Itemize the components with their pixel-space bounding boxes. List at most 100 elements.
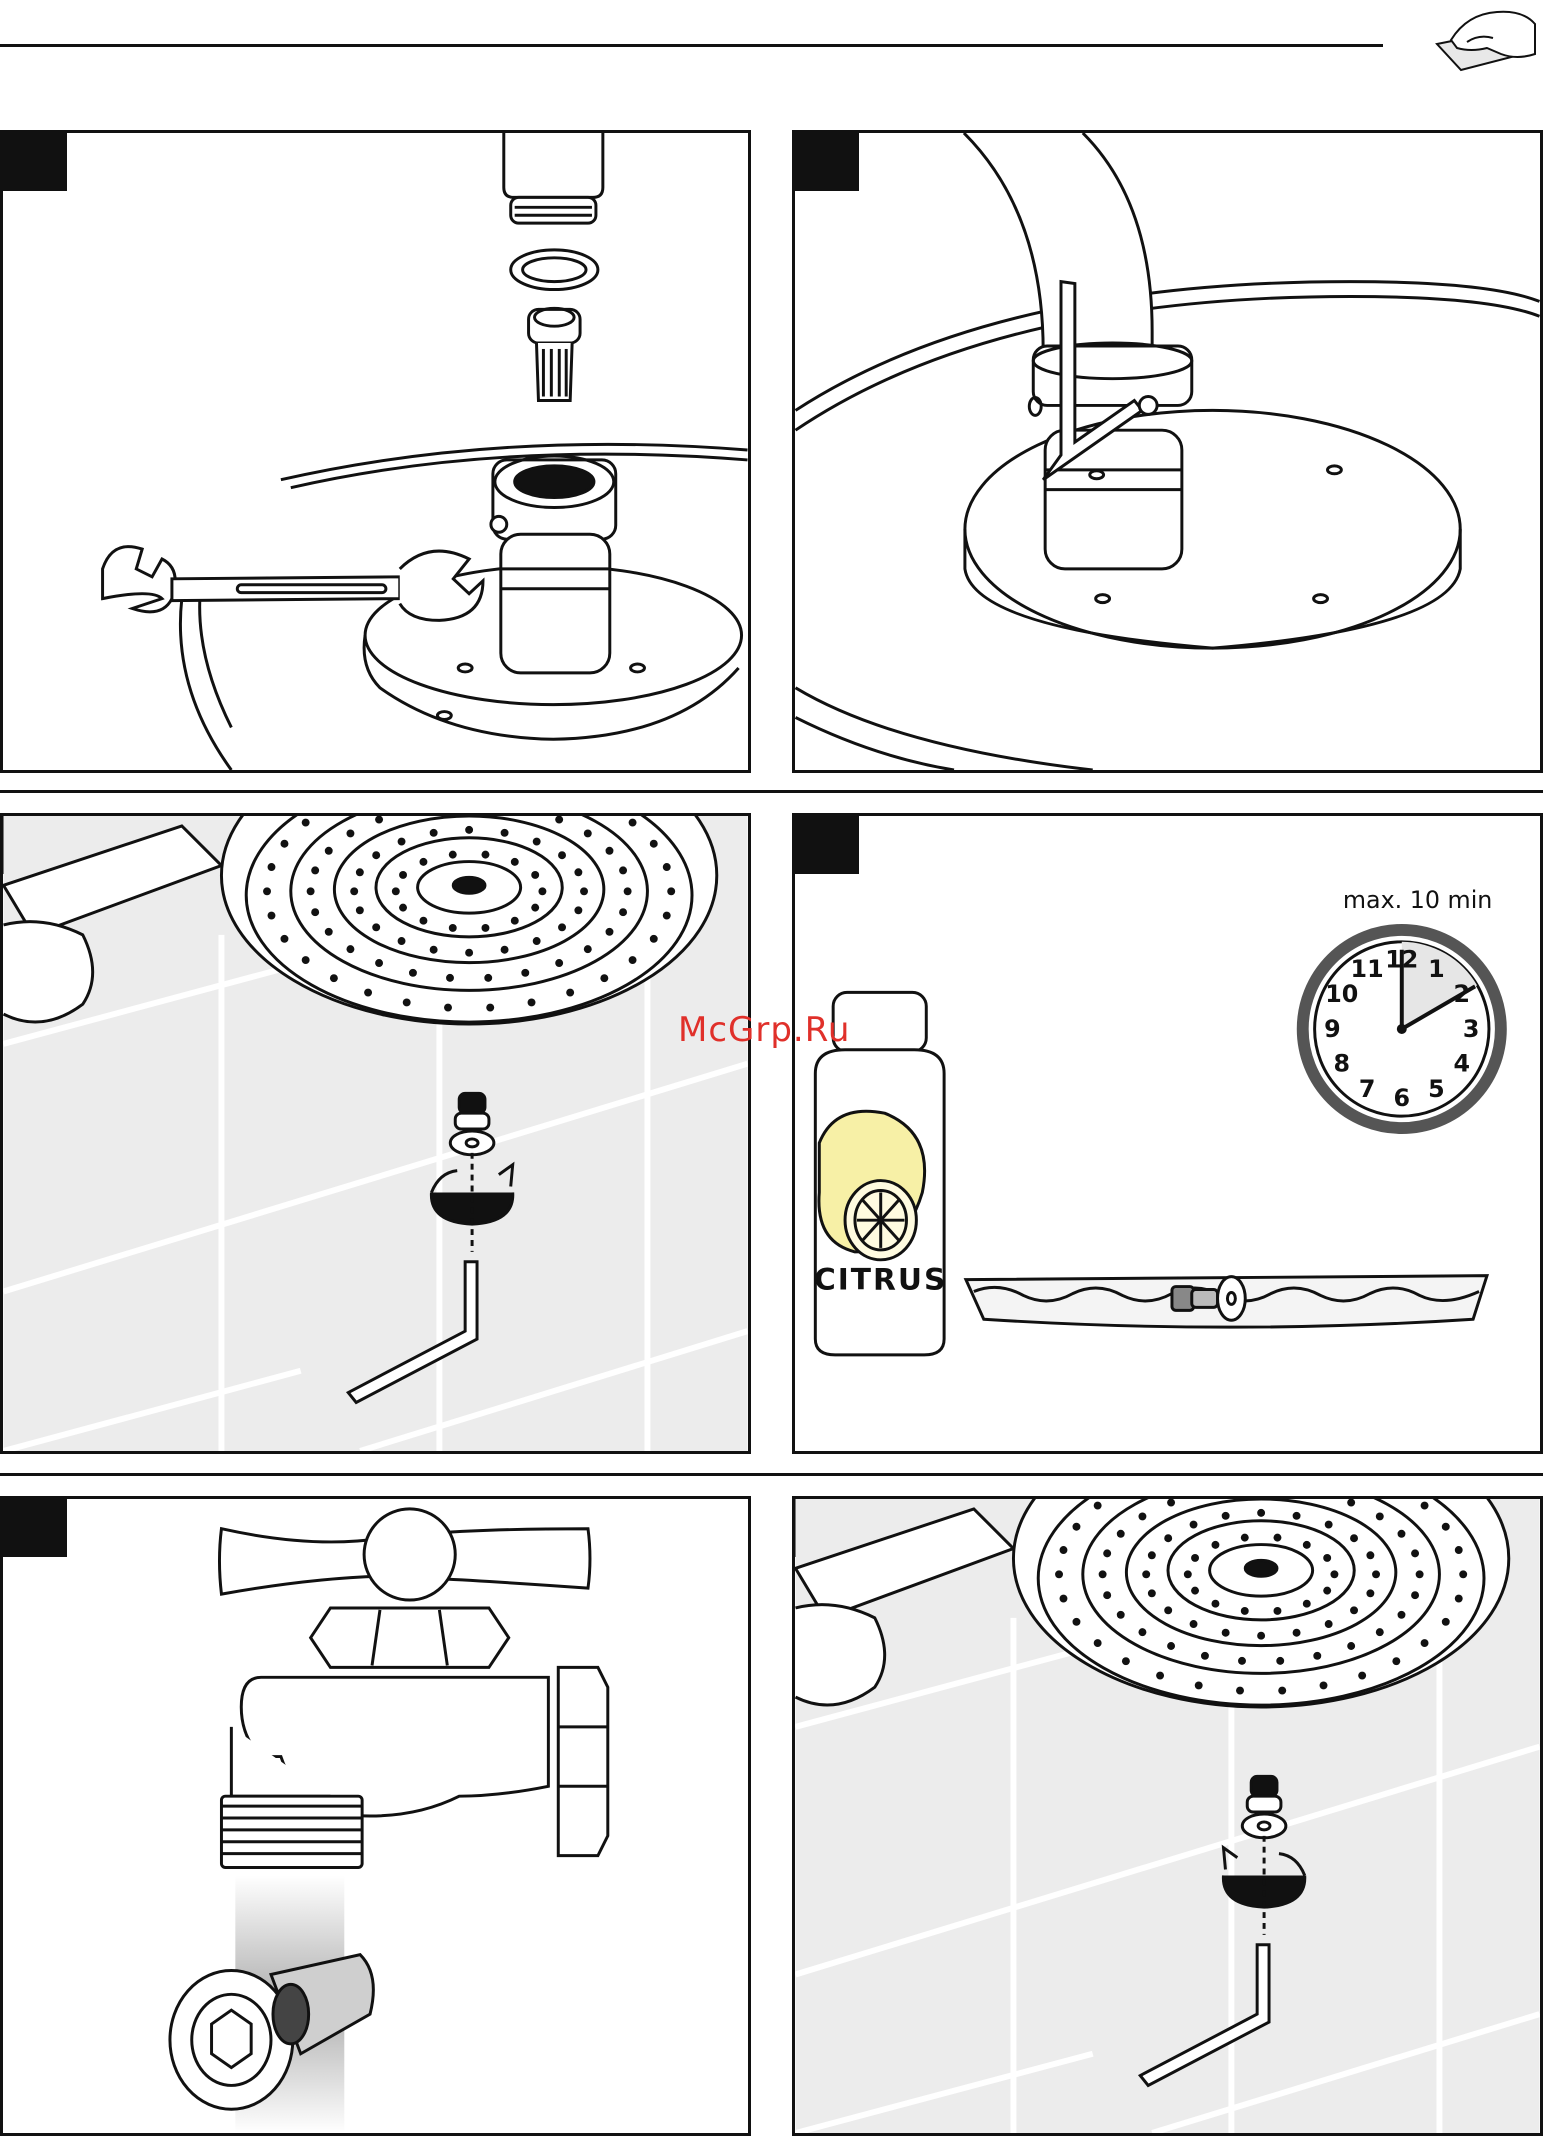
- nozzle-dot: [481, 851, 489, 859]
- nozzle-dot: [372, 851, 380, 859]
- nozzle-dot: [1442, 1523, 1450, 1531]
- nozzle-dot: [1392, 1657, 1400, 1665]
- nozzle-dot: [1167, 1642, 1175, 1650]
- nozzle-dot: [600, 974, 608, 982]
- nozzle-dot: [1236, 1687, 1244, 1695]
- nozzle-dot: [1190, 1521, 1198, 1529]
- nozzle-dot: [624, 887, 632, 895]
- nozzle-dot: [1148, 1551, 1156, 1559]
- nozzle-dot: [629, 819, 637, 827]
- nozzle-dot: [430, 829, 438, 837]
- nozzle-dot: [1156, 1672, 1164, 1680]
- nozzle-dot: [484, 974, 492, 982]
- nozzle-dot: [619, 908, 627, 916]
- nozzle-dot: [375, 959, 383, 967]
- nozzle-dot: [1060, 1595, 1068, 1603]
- header-rule: [0, 44, 1383, 47]
- nozzle-dot: [409, 969, 417, 977]
- nozzle-dot: [446, 974, 454, 982]
- nozzle-dot: [399, 871, 407, 879]
- bottle-label: CITRUS: [814, 1263, 947, 1298]
- nozzle-dot: [606, 928, 614, 936]
- step-panel-1: [0, 130, 751, 773]
- nozzle-dot: [311, 908, 319, 916]
- nozzle-dot: [1191, 1554, 1199, 1562]
- nozzle-dot: [444, 1004, 452, 1012]
- nozzle-dot: [1117, 1611, 1125, 1619]
- nozzle-dot: [302, 819, 310, 827]
- nozzle-dot: [1325, 1521, 1333, 1529]
- nozzle-dot: [1055, 1570, 1063, 1578]
- nozzle-dot: [1411, 1549, 1419, 1557]
- nozzle-dot: [1094, 1502, 1102, 1510]
- clock-numeral: 1: [1428, 955, 1445, 983]
- nozzle-dot: [533, 838, 541, 846]
- nozzle-dot: [1372, 1570, 1380, 1578]
- nozzle-dot: [1099, 1570, 1107, 1578]
- nozzle-dot: [1241, 1607, 1249, 1615]
- nozzle-dot: [531, 904, 539, 912]
- nozzle-dot: [584, 829, 592, 837]
- clock-numeral: 10: [1325, 980, 1358, 1008]
- nozzle-dot: [1222, 1629, 1230, 1637]
- nozzle-dot: [511, 858, 519, 866]
- nozzle-dot: [1323, 1587, 1331, 1595]
- nozzle-dot: [1273, 1534, 1281, 1542]
- nozzle-dot: [1138, 1628, 1146, 1636]
- nozzle-dot: [1184, 1570, 1192, 1578]
- nozzle-dot: [555, 959, 563, 967]
- nozzle-dot: [528, 998, 536, 1006]
- nozzle-dot: [1191, 1587, 1199, 1595]
- nozzle-dot: [558, 923, 566, 931]
- nozzle-dot: [263, 887, 271, 895]
- nozzle-dot: [1211, 1600, 1219, 1608]
- nozzle-dot: [1350, 1606, 1358, 1614]
- nozzle-dot: [1190, 1620, 1198, 1628]
- clock-numeral: 8: [1333, 1050, 1350, 1078]
- nozzle-dot: [1103, 1549, 1111, 1557]
- nozzle-dot: [1142, 1570, 1150, 1578]
- nozzle-dot: [350, 887, 358, 895]
- nozzle-dot: [1273, 1607, 1281, 1615]
- nozzle-dot: [1148, 1589, 1156, 1597]
- nozzle-dot: [465, 826, 473, 834]
- nozzle-dot: [268, 912, 276, 920]
- nozzle-dot: [403, 998, 411, 1006]
- step-panel-6: [792, 1496, 1543, 2136]
- nozzle-dot: [650, 840, 658, 848]
- nozzle-dot: [364, 989, 372, 997]
- nozzle-dot: [580, 887, 588, 895]
- nozzle-dot: [280, 935, 288, 943]
- nozzle-dot: [419, 917, 427, 925]
- clock-numeral: 6: [1394, 1084, 1411, 1112]
- clock-numeral: 2: [1454, 980, 1471, 1008]
- nozzle-dot: [1276, 1657, 1284, 1665]
- nozzle-dot: [629, 956, 637, 964]
- step-panel-5: [0, 1496, 751, 2136]
- nozzle-dot: [1238, 1657, 1246, 1665]
- nozzle-dot: [1421, 1502, 1429, 1510]
- nozzle-dot: [1164, 1606, 1172, 1614]
- nozzle-dot: [398, 838, 406, 846]
- nozzle-dot: [330, 974, 338, 982]
- nozzle-dot: [486, 1004, 494, 1012]
- nozzle-dot: [356, 906, 364, 914]
- nozzle-dot: [392, 887, 400, 895]
- nozzle-dot: [1366, 1551, 1374, 1559]
- nozzle-dot: [1122, 1657, 1130, 1665]
- nozzle-dot: [1366, 1589, 1374, 1597]
- nozzle-dot: [1303, 1600, 1311, 1608]
- nozzle-dot: [311, 866, 319, 874]
- nozzle-dot: [1060, 1546, 1068, 1554]
- nozzle-dot: [419, 858, 427, 866]
- nozzle-dot: [558, 851, 566, 859]
- clock-numeral: 3: [1463, 1015, 1480, 1043]
- nozzle-dot: [325, 847, 333, 855]
- nozzle-dot: [521, 969, 529, 977]
- nozzle-dot: [465, 949, 473, 957]
- nozzle-dot: [1164, 1534, 1172, 1542]
- nozzle-dot: [1241, 1534, 1249, 1542]
- nozzle-dot: [1117, 1530, 1125, 1538]
- nozzle-dot: [1350, 1534, 1358, 1542]
